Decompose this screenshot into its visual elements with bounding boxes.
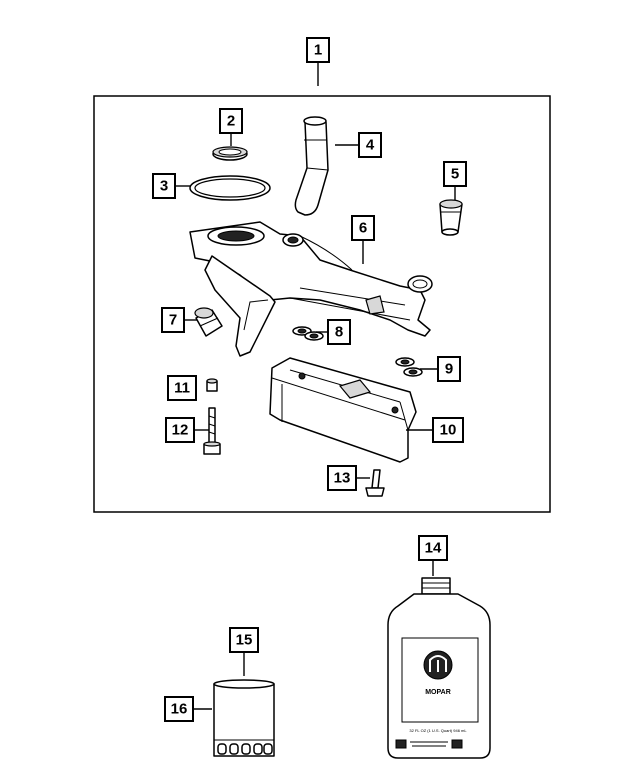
bottle-brand-text: MOPAR (425, 689, 451, 696)
oil-bottle-part: MOPAR 32 FL OZ (1 U.S. Quart) 946 mL (387, 577, 491, 759)
callout-12: 12 (165, 417, 195, 443)
callout-5: 5 (443, 161, 467, 187)
callout-3-label: 3 (160, 178, 168, 195)
callout-13-label: 13 (334, 470, 351, 487)
oil-filter-part (213, 679, 275, 757)
callout-10: 10 (432, 417, 464, 443)
adapter-fitting-part (194, 307, 223, 337)
callout-9: 9 (437, 356, 461, 382)
coolant-tube-part (294, 116, 329, 216)
callout-11: 11 (167, 375, 197, 401)
callout-11-label: 11 (174, 380, 190, 397)
gasket-pair-8-part (292, 326, 324, 341)
callout-10-label: 10 (440, 422, 457, 439)
housing-bracket-part (204, 255, 276, 357)
gasket-pair-9-part (395, 357, 423, 377)
assembly-frame (93, 95, 551, 513)
callout-1-label: 1 (314, 42, 322, 59)
oil-cooler-part (269, 357, 417, 463)
callout-15: 15 (229, 627, 259, 653)
callout-13: 13 (327, 465, 357, 491)
callout-8: 8 (327, 319, 351, 345)
callout-6-label: 6 (359, 220, 367, 237)
callout-14-label: 14 (425, 540, 442, 557)
long-bolt-part (203, 407, 221, 455)
callout-2: 2 (219, 108, 243, 134)
o-ring-part (189, 175, 271, 201)
callout-16-label: 16 (171, 701, 188, 718)
callout-7-label: 7 (169, 312, 177, 329)
callout-9-label: 9 (445, 361, 453, 378)
callout-4: 4 (358, 132, 382, 158)
filter-sleeve-part (439, 199, 463, 236)
callout-14: 14 (418, 535, 448, 561)
callout-3: 3 (152, 173, 176, 199)
callout-6: 6 (351, 215, 375, 241)
callout-15-label: 15 (236, 632, 253, 649)
bottle-volume-text: 32 FL OZ (1 U.S. Quart) 946 mL (409, 728, 467, 733)
callout-16: 16 (164, 696, 194, 722)
callout-4-label: 4 (366, 137, 375, 154)
callout-8-label: 8 (335, 324, 343, 341)
nut-part (206, 378, 218, 392)
callout-12-label: 12 (172, 422, 189, 439)
filter-housing-part (189, 221, 433, 337)
callout-7: 7 (161, 307, 185, 333)
callout-1: 1 (306, 37, 330, 63)
seal-ring-part (212, 146, 248, 161)
callout-2-label: 2 (227, 113, 235, 130)
callout-5-label: 5 (451, 166, 459, 183)
short-bolt-part (365, 469, 385, 497)
leader-lines (175, 62, 456, 710)
